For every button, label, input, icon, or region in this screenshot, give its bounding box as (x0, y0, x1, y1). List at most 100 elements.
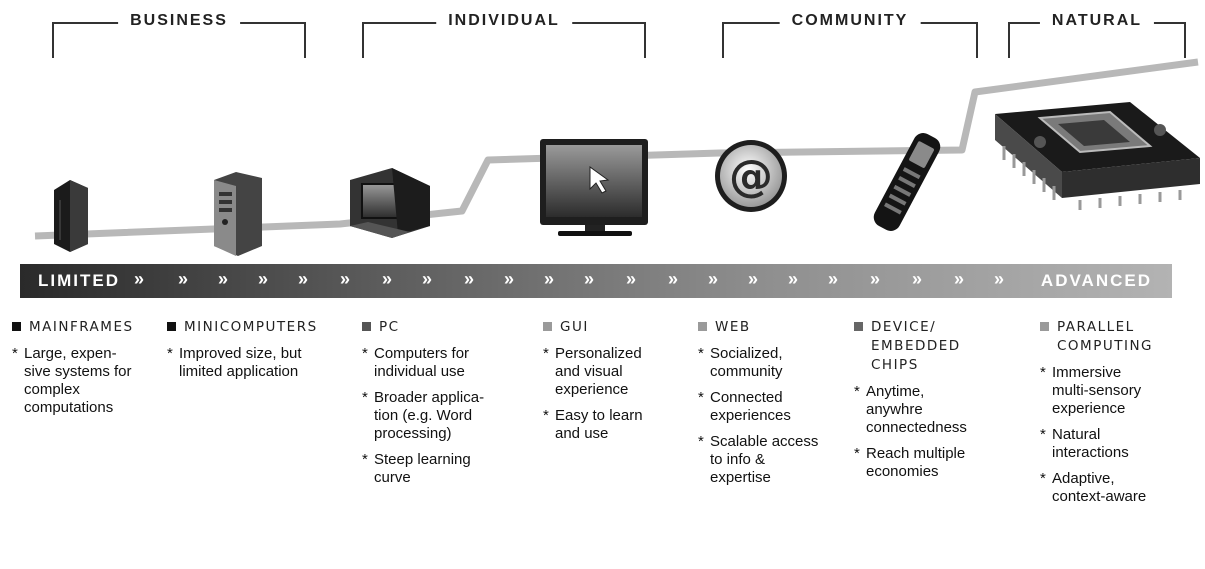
evolution-illustration: @ (34, 58, 1200, 256)
list-item-text: Connected experiences (710, 389, 791, 424)
era-individual: INDIVIDUAL (362, 12, 646, 58)
chevron-icon: » (708, 269, 719, 289)
column-heading: GUI (543, 318, 643, 337)
chevron-icon: » (464, 269, 475, 289)
chevron-icon: » (668, 269, 679, 289)
column-title: DEVICE/ EMBEDDED CHIPS (871, 319, 961, 373)
list-item: * Natural interactions (1040, 426, 1153, 462)
era-community: COMMUNITY (722, 12, 978, 58)
list-item-text: Large, expen- sive systems for complex c… (24, 345, 132, 416)
bullet-star: * (698, 345, 704, 362)
list-item: *Steep learning curve (362, 451, 484, 487)
chevron-icon: » (218, 269, 229, 289)
bullet-star: * (167, 345, 173, 362)
bullet-star: * (698, 433, 704, 450)
column-minicomputers: MINICOMPUTERS * Improved size, but limited… (167, 318, 318, 389)
gui-monitor-icon (540, 139, 648, 236)
bullet-star: * (1040, 364, 1046, 381)
bullet-star: * (543, 345, 549, 362)
era-natural: NATURAL (1008, 12, 1186, 58)
column-gui: GUI * Personalized and visual experience *E… (543, 318, 643, 451)
bullet-star: * (854, 383, 860, 400)
web-at-icon: @ (715, 140, 787, 212)
column-heading: PC (362, 318, 484, 337)
chevron-icon: » (178, 269, 189, 289)
chevron-icon: » (994, 269, 1005, 289)
list-item-text: Reach multiple economies (866, 445, 966, 480)
list-item-text: Socialized, community (710, 345, 783, 380)
chevron-icon: » (382, 269, 393, 289)
list-item-text: Natural interactions (1052, 426, 1129, 461)
bullet-square-icon (543, 322, 552, 331)
bullet-square-icon (698, 322, 707, 331)
list-item-text: Easy to learn and use (555, 407, 643, 442)
column-pc: PC*Computers for individual use*Broader … (362, 318, 484, 495)
era-label: COMMUNITY (779, 12, 921, 30)
column-device: DEVICE/ EMBEDDED CHIPS * Anytime, anywhre … (854, 318, 967, 489)
list-item: * Anytime, anywhre connectedness (854, 383, 967, 437)
chevron-icon: » (504, 269, 515, 289)
list-item: * Immersive multi-sensory experience (1040, 364, 1153, 418)
bullet-square-icon (167, 322, 176, 331)
era-label: NATURAL (1039, 12, 1155, 30)
bullet-star: * (362, 389, 368, 406)
list-item: * Adaptive, context-aware (1040, 470, 1153, 506)
list-item-text: Personalized and visual experience (555, 345, 642, 398)
chevron-icon: » (626, 269, 637, 289)
column-title: GUI (560, 319, 589, 335)
column-web: WEB * Socialized, community * Connected expe… (698, 318, 818, 495)
list-item: * Connected experiences (698, 389, 818, 425)
chevron-icon: » (298, 269, 309, 289)
era-business: BUSINESS (52, 12, 306, 58)
pc-icon (350, 168, 430, 238)
chevron-icon: » (912, 269, 923, 289)
column-title: WEB (715, 319, 751, 335)
column-title: PC (379, 319, 400, 335)
chevron-icon: » (870, 269, 881, 289)
list-item-text: Immersive multi-sensory experience (1052, 364, 1142, 417)
bullet-star: * (362, 451, 368, 468)
bullet-star: * (698, 389, 704, 406)
column-mainframes: MAINFRAMES * Large, expen- sive systems fo… (12, 318, 134, 425)
chevron-icon: » (544, 269, 555, 289)
list-item-text: Broader applica- tion (e.g. Word process… (374, 389, 485, 442)
minicomputer-icon (214, 172, 262, 256)
at-glyph: @ (729, 151, 773, 202)
list-item-text: Scalable access to info & expertise (710, 433, 819, 486)
column-title: MAINFRAMES (29, 319, 134, 335)
list-item: * Improved size, but limited application (167, 345, 318, 381)
chevron-icon: » (828, 269, 839, 289)
chevron-icon: » (258, 269, 269, 289)
list-item-text: Adaptive, context-aware (1052, 470, 1147, 505)
list-item-text: Computers for individual use (374, 345, 470, 380)
list-item-text: Anytime, anywhre connectedness (866, 383, 967, 436)
bullet-square-icon (1040, 322, 1049, 331)
list-item: * Broader applica- tion (e.g. Word proces… (362, 389, 484, 443)
list-item-text: Improved size, but limited application (179, 345, 302, 380)
column-heading: PARALLEL COMPUTING (1040, 318, 1153, 356)
list-item: * Reach multiple economies (854, 445, 967, 481)
bullet-square-icon (362, 322, 371, 331)
chevron-icon: » (748, 269, 759, 289)
chevron-icon: » (134, 269, 145, 289)
bullet-star: * (1040, 470, 1046, 487)
era-label: INDIVIDUAL (436, 12, 572, 30)
progress-bar: LIMITED ADVANCED »»»»»»»»»»»»»»»»»»»»»» (20, 264, 1172, 298)
bullet-star: * (12, 345, 18, 362)
column-heading: WEB (698, 318, 818, 337)
chevron-icon: » (340, 269, 351, 289)
list-item: * Scalable access to info & expertise (698, 433, 818, 487)
list-item: * Large, expen- sive systems for complex … (12, 345, 134, 417)
list-item: *Computers for individual use (362, 345, 484, 381)
chevron-icon: » (954, 269, 965, 289)
list-item: *Easy to learn and use (543, 407, 643, 443)
bullet-star: * (1040, 426, 1046, 443)
list-item: * Personalized and visual experience (543, 345, 643, 399)
column-heading: MINICOMPUTERS (167, 318, 318, 337)
column-heading: MAINFRAMES (12, 318, 134, 337)
bar-end-label: ADVANCED (1040, 271, 1152, 290)
column-title: PARALLEL COMPUTING (1057, 319, 1154, 354)
era-label: BUSINESS (118, 12, 240, 30)
bullet-star: * (854, 445, 860, 462)
mainframe-icon (54, 180, 88, 252)
